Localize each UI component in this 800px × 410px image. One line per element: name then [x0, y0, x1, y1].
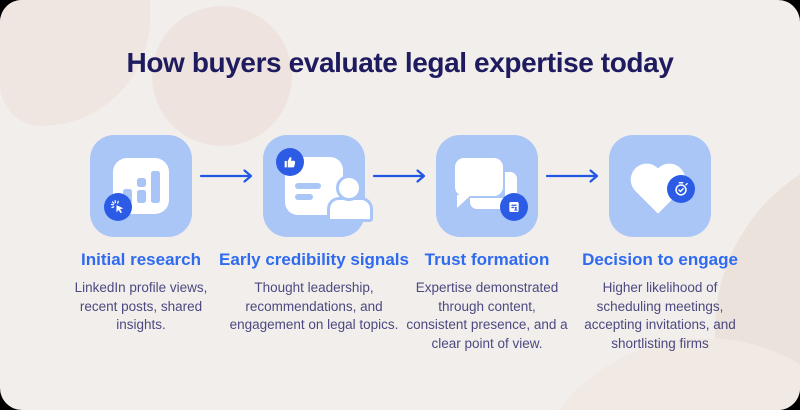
- step-tile-trust-formation: [436, 135, 538, 237]
- arrow-icon: [199, 168, 255, 189]
- bar-dotted-column: [136, 178, 146, 203]
- thumbs-up-icon: [276, 148, 304, 176]
- step-description: Thought leadership, recommendations, and…: [229, 280, 399, 333]
- step-heading: Initial research: [80, 250, 201, 269]
- person-head-shape: [336, 175, 362, 201]
- bar-tall: [150, 171, 160, 203]
- step-description: LinkedIn profile views, recent posts, sh…: [74, 280, 208, 333]
- step-tile-early-credibility: [263, 135, 373, 237]
- chat-bubble-back: [470, 198, 517, 209]
- step-tile-decision-engage: [609, 135, 711, 237]
- step-text-decision-engage: Decision to engage Higher likelihood of …: [575, 250, 745, 354]
- step-description: Higher likelihood of scheduling meetings…: [584, 280, 736, 351]
- chat-bubble-tail: [457, 195, 471, 208]
- cursor-click-icon: [104, 193, 132, 221]
- step-text-early-credibility: Early credibility signals Thought leader…: [214, 250, 414, 335]
- step-description: Expertise demonstrated through content, …: [406, 280, 568, 351]
- arrow-icon: [372, 168, 428, 189]
- step-text-trust-formation: Trust formation Expertise demonstrated t…: [402, 250, 572, 354]
- timer-check-icon: [667, 175, 695, 203]
- bar-medium: [136, 190, 146, 203]
- page-title: How buyers evaluate legal expertise toda…: [126, 47, 674, 78]
- document-text-line: [295, 194, 313, 200]
- chat-bubbles-icon: [455, 158, 503, 196]
- step-heading: Trust formation: [424, 250, 550, 269]
- step-heading: Early credibility signals: [219, 250, 409, 269]
- step-text-initial-research: Initial research LinkedIn profile views,…: [56, 250, 226, 335]
- step-heading: Decision to engage: [582, 250, 738, 269]
- bar-dot: [136, 178, 146, 187]
- profile-document-icon: [500, 193, 528, 221]
- step-tile-initial-research: [90, 135, 192, 237]
- document-text-line: [295, 183, 321, 189]
- decorative-circle-top: [152, 6, 292, 146]
- arrow-icon: [545, 168, 601, 189]
